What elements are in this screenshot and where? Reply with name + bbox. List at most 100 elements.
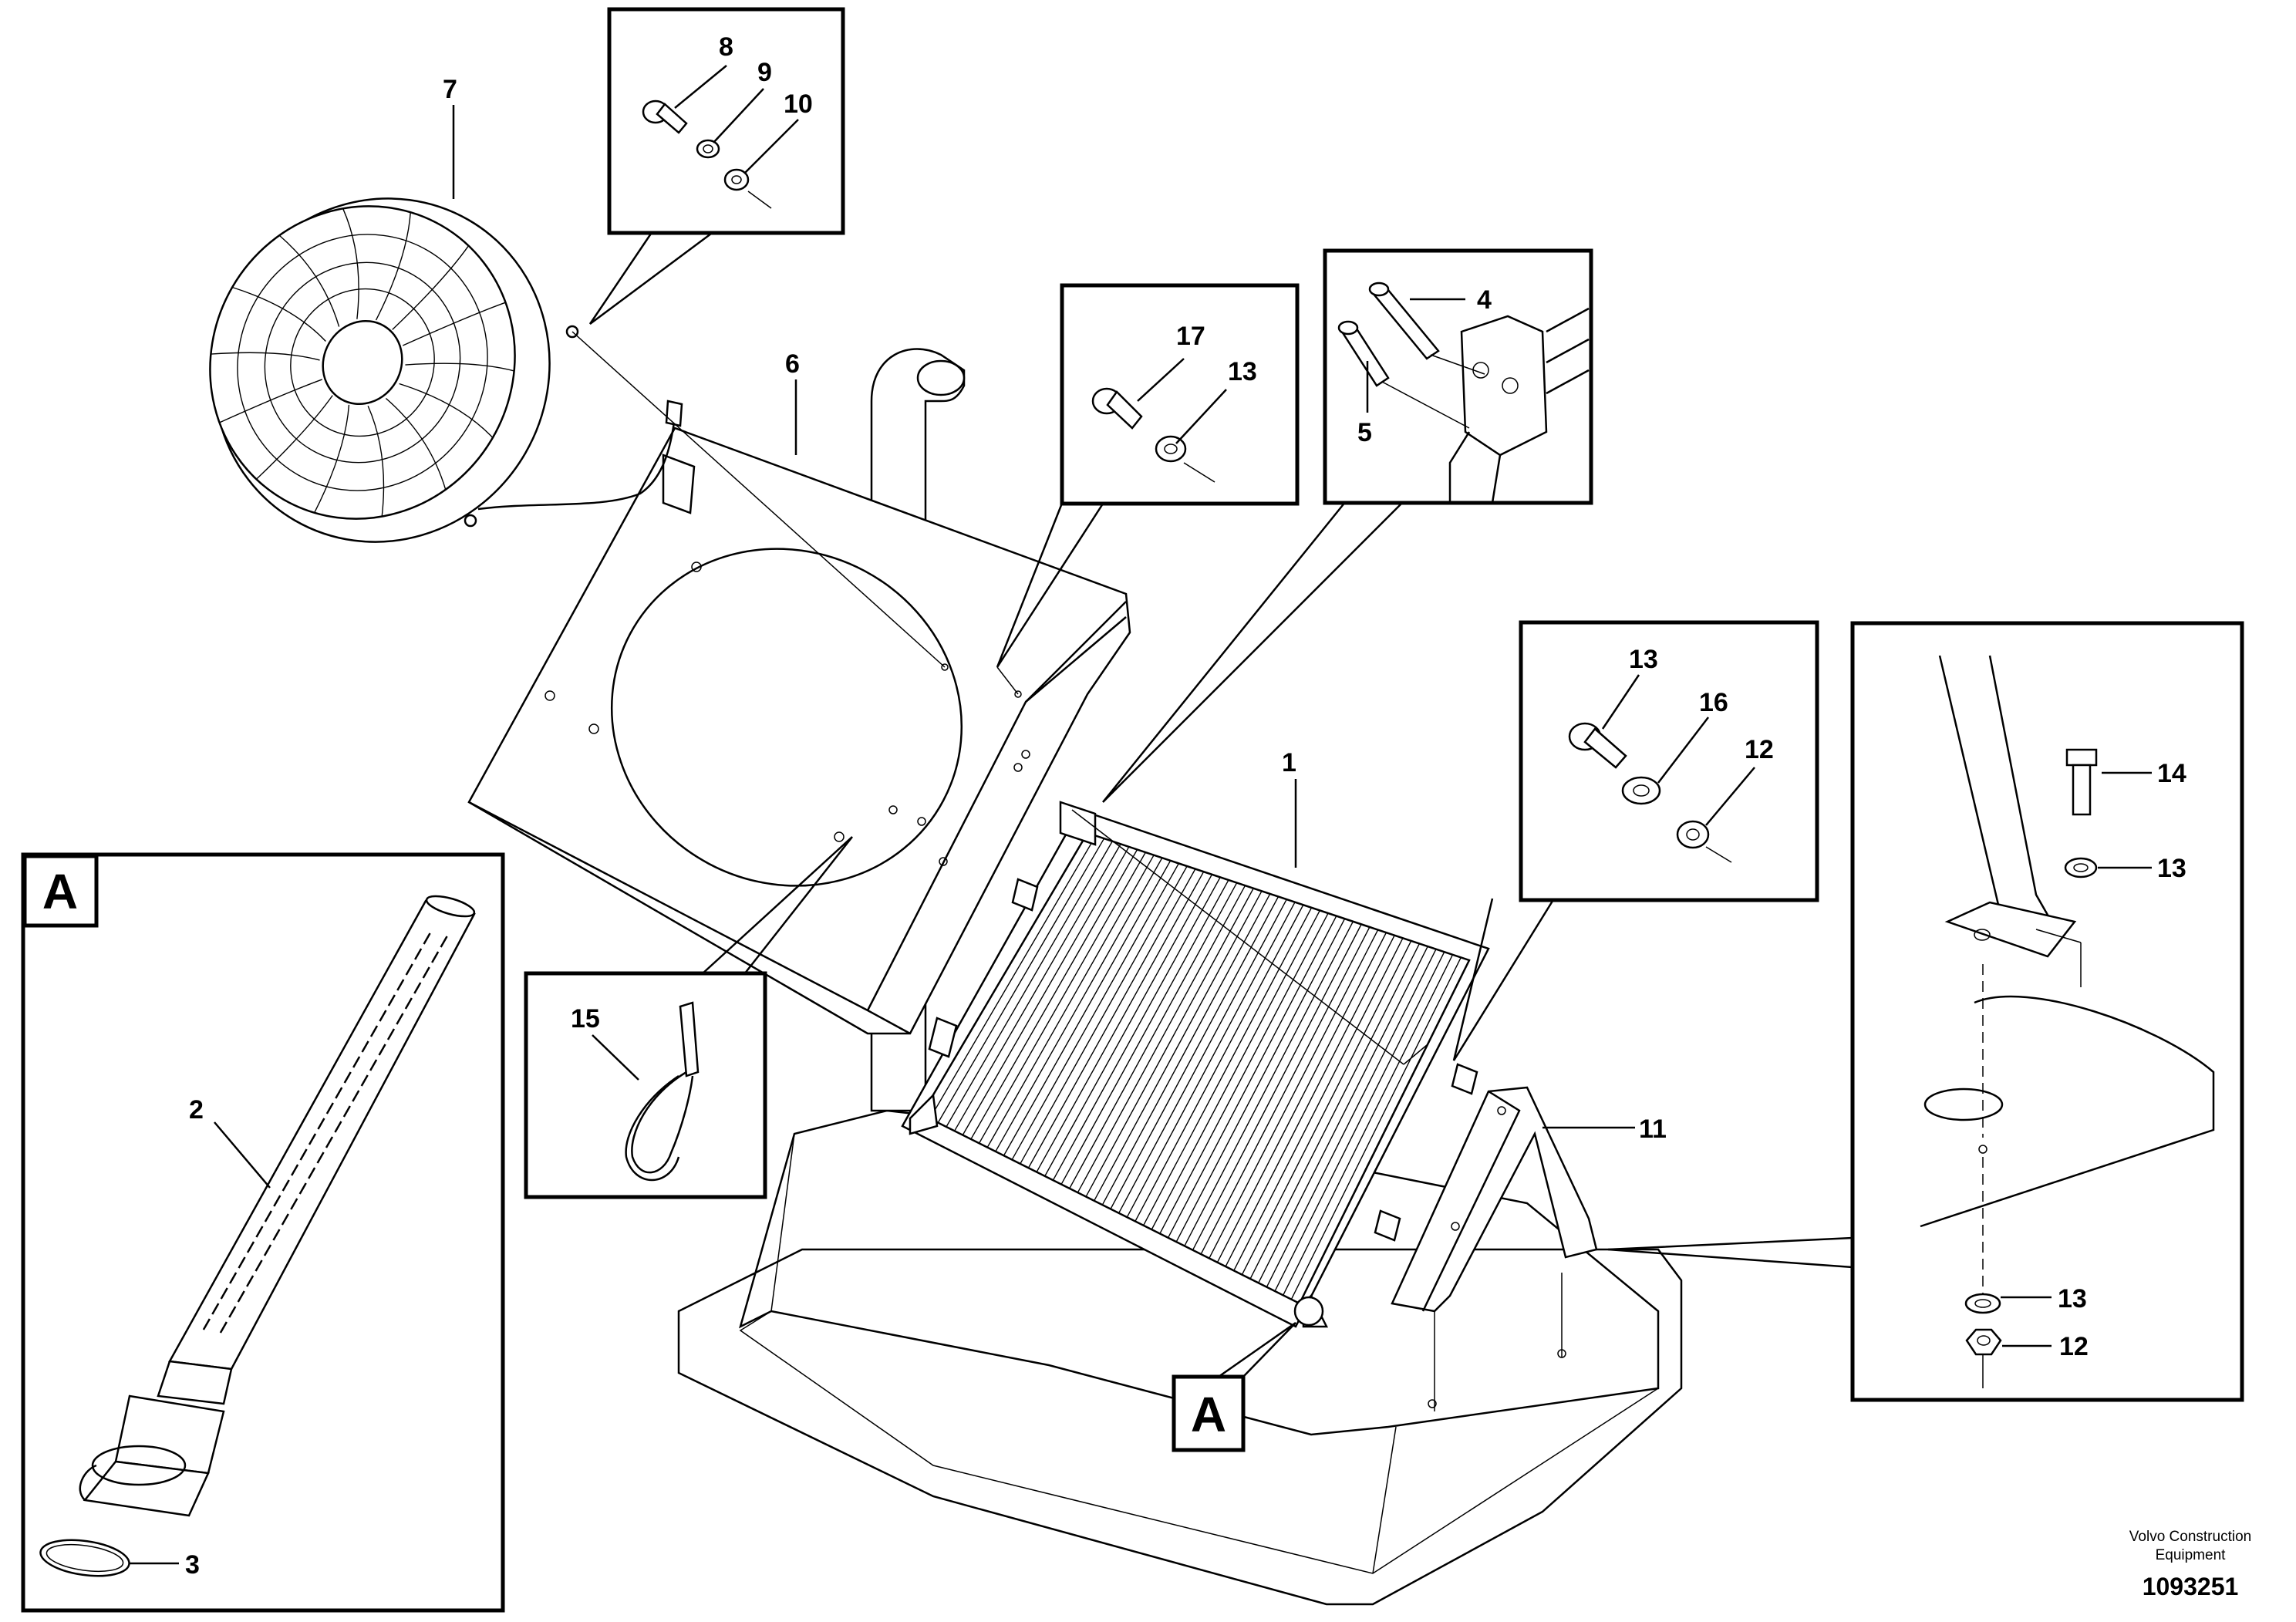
callout-9: 9: [757, 58, 772, 87]
condenser-fin: [1094, 890, 1263, 1202]
fan-guard-ring: [237, 234, 488, 491]
callout-15: 15: [571, 1004, 600, 1034]
condenser-fin: [1077, 885, 1246, 1193]
drier-slot: [413, 982, 422, 994]
support-bracket: [1391, 1086, 1598, 1313]
drier-slot: [317, 1118, 325, 1130]
condenser-fin: [1225, 935, 1395, 1267]
fan-guard-spoke: [392, 245, 469, 330]
drier-slot: [431, 951, 440, 963]
cooling-fan: [209, 197, 683, 543]
condenser-fin: [1027, 868, 1196, 1168]
condenser-fins: [929, 835, 1462, 1300]
document-number: 1093251: [2143, 1573, 2239, 1600]
condenser-fin: [1142, 907, 1313, 1226]
condenser-fin: [1060, 879, 1229, 1185]
drier-slot: [361, 1040, 369, 1053]
drier-slot: [255, 1226, 264, 1238]
condenser-fin: [1184, 921, 1354, 1246]
drier-slot: [229, 1272, 238, 1284]
callout-13c: 13: [2157, 854, 2186, 883]
condenser-fin: [1085, 888, 1254, 1197]
shroud-mounting-holes: [544, 561, 1030, 866]
condenser-fin: [986, 855, 1155, 1148]
drier-slot: [316, 1152, 325, 1164]
callout-1: 1: [1282, 748, 1296, 777]
callout-11: 11: [1639, 1114, 1667, 1144]
drier-slot: [237, 1290, 245, 1303]
callout-8: 8: [719, 32, 733, 62]
fan-guard-spoke: [342, 208, 359, 319]
condenser-fin: [1101, 893, 1271, 1206]
condenser-fin: [1020, 865, 1188, 1165]
condenser-fin: [1044, 874, 1213, 1177]
condenser-fin: [1118, 899, 1287, 1214]
drier-slot: [299, 1148, 308, 1161]
drier-slot: [379, 1010, 387, 1022]
detail-box-condenser-bolts: [1519, 620, 1819, 902]
drier-slot: [219, 1321, 228, 1334]
drier-slot: [281, 1213, 289, 1226]
drier-slot: [422, 966, 430, 979]
callout-3: 3: [185, 1550, 200, 1580]
view-a-pointer-box: [1172, 1374, 1246, 1452]
drier-slot: [423, 932, 431, 945]
pointer-wedges: [588, 230, 1853, 1378]
callout-12b: 12: [2059, 1332, 2089, 1361]
callout-13a: 13: [1228, 357, 1257, 386]
drier-slot: [282, 1179, 290, 1192]
fan-guard-spoke: [405, 363, 514, 372]
drier-slot: [378, 1044, 386, 1056]
condenser-fin: [1192, 924, 1362, 1251]
fan-guard-spoke: [375, 212, 411, 321]
drier-slot: [440, 936, 448, 948]
fan-guard-spoke: [399, 383, 494, 438]
fan-guard-ring: [264, 261, 461, 464]
fan-guard-spoke: [231, 286, 326, 342]
detail-box-view-a: [21, 852, 505, 1613]
brand-line-1: Volvo Construction: [2129, 1529, 2251, 1545]
callout-7: 7: [443, 75, 457, 104]
fan-guard-spoke: [314, 404, 350, 513]
view-a-label-detail: A: [42, 864, 78, 919]
condenser-fin: [954, 843, 1121, 1131]
detail-box-bracket-mounting: [1850, 621, 2244, 1402]
fan-guard-rings: [237, 234, 488, 491]
condenser-fin: [1151, 910, 1320, 1230]
fan-guard-spoke: [256, 395, 333, 480]
drier-slot: [343, 1071, 352, 1084]
drier-slot: [405, 963, 413, 976]
condenser-fin: [1249, 943, 1421, 1280]
drier-slot: [291, 1164, 299, 1176]
drier-slot: [325, 1102, 334, 1114]
callout-12a: 12: [1745, 735, 1774, 764]
drier-slot: [246, 1275, 255, 1287]
condenser-fin: [1266, 949, 1437, 1288]
callout-10: 10: [784, 89, 813, 119]
fan-guard-spoke: [278, 234, 340, 327]
detail-box-pins: [1323, 248, 1593, 505]
condenser: [901, 801, 1490, 1328]
condenser-fin: [1052, 877, 1221, 1181]
drier-slot: [308, 1167, 316, 1179]
condenser-fin: [978, 851, 1146, 1144]
drier-slot: [396, 1013, 404, 1025]
condenser-fin: [1003, 860, 1172, 1156]
leader-lines: [452, 105, 1635, 1411]
drier-slots: [202, 932, 448, 1334]
condenser-fin: [937, 838, 1105, 1124]
drier-slot: [386, 1028, 396, 1040]
callout-6: 6: [785, 349, 800, 379]
drier-slot: [360, 1074, 369, 1087]
condenser-fin: [1290, 957, 1462, 1300]
callout-numbers: 1 2 3 4 5 6 7 8 9 10 11 12 12 13 13 13 1…: [42, 32, 2186, 1580]
drier-slot: [255, 1259, 263, 1272]
condenser-fin: [1258, 946, 1428, 1283]
drier-slot: [298, 1182, 307, 1195]
callout-5: 5: [1357, 418, 1372, 447]
condenser-fin: [1159, 912, 1329, 1234]
fan-guard-spoke: [385, 397, 447, 490]
drier-slot: [414, 948, 423, 960]
drier-slot: [246, 1241, 255, 1253]
fan-guard-spoke: [211, 352, 320, 361]
